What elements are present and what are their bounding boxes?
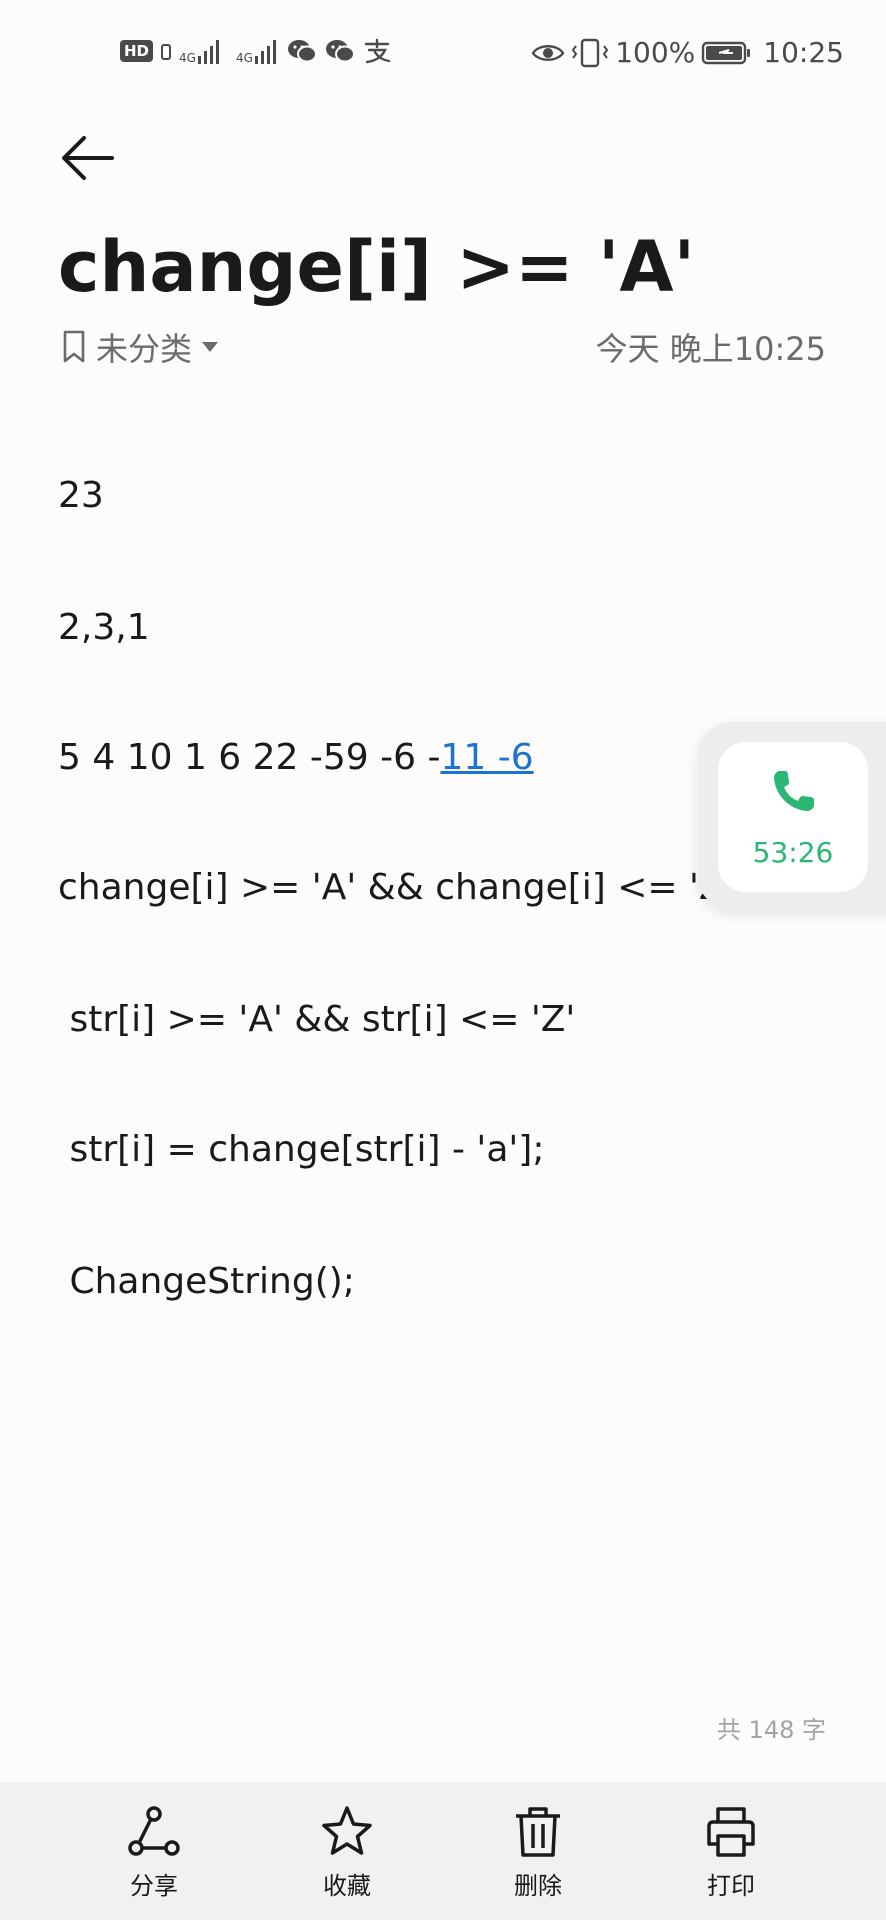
sim2-signal: 4G <box>236 38 279 64</box>
favorite-button[interactable]: 收藏 <box>287 1804 407 1901</box>
eye-icon <box>531 44 565 61</box>
note-line: 23 <box>58 475 104 516</box>
note-line: ChangeString(); <box>58 1261 355 1302</box>
delete-button[interactable]: 删除 <box>478 1804 598 1901</box>
trash-icon <box>516 1807 560 1857</box>
note-timestamp: 今天 晚上10:25 <box>595 330 826 368</box>
note-line: 2,3,1 <box>58 607 150 648</box>
call-timer: 53:26 <box>752 836 834 869</box>
word-count: 共 148 字 <box>716 1716 826 1744</box>
status-bar: HD 4G 4G <box>0 0 886 108</box>
note-line: str[i] = change[str[i] - 'a']; <box>58 1129 545 1170</box>
vibrate-icon <box>571 38 609 67</box>
floating-call-widget[interactable]: 53:26 <box>698 722 886 910</box>
signal-icon <box>197 40 219 64</box>
note-line-text: 5 4 10 1 6 22 -59 -6 - <box>58 737 441 778</box>
favorite-label: 收藏 <box>323 1872 371 1900</box>
phone-icon <box>774 771 814 811</box>
battery-percent: 100% <box>615 36 696 69</box>
bookmark-icon <box>63 330 85 363</box>
wechat-icon <box>325 40 355 63</box>
page-title[interactable]: change[i] >= 'A' <box>58 226 696 308</box>
call-card[interactable]: 53:26 <box>718 742 868 892</box>
share-icon <box>128 1806 180 1856</box>
star-icon <box>322 1806 372 1855</box>
alipay-icon <box>364 38 391 64</box>
printer-icon <box>707 1807 755 1857</box>
signal-icon <box>254 40 276 64</box>
clock: 10:25 <box>763 36 844 69</box>
category-label: 未分类 <box>96 330 193 368</box>
wechat-icon <box>287 40 317 63</box>
dropdown-triangle-icon <box>202 342 219 352</box>
print-button[interactable]: 打印 <box>671 1804 791 1901</box>
sim1-signal: 4G <box>179 38 222 64</box>
status-right: 100% 10:25 <box>531 36 844 69</box>
note-line: change[i] >= 'A' && change[i] <= 'Z' <box>58 867 734 908</box>
share-button[interactable]: 分享 <box>94 1804 214 1901</box>
back-button[interactable] <box>56 126 120 190</box>
status-left: HD 4G 4G <box>120 38 391 64</box>
sim-small-icon <box>161 44 172 60</box>
share-label: 分享 <box>130 1872 178 1900</box>
hd-badge: HD <box>120 40 154 62</box>
delete-label: 删除 <box>514 1872 562 1900</box>
battery-icon <box>702 41 751 64</box>
category-selector[interactable]: 未分类 <box>60 324 220 370</box>
bottom-toolbar: 分享 收藏 删除 打印 <box>0 1782 886 1920</box>
phone-number-link[interactable]: 11 -6 <box>440 737 534 778</box>
back-arrow-icon <box>62 136 114 180</box>
note-line: 5 4 10 1 6 22 -59 -6 -11 -6 <box>58 736 534 780</box>
print-label: 打印 <box>707 1872 755 1900</box>
note-line: str[i] >= 'A' && str[i] <= 'Z' <box>58 999 576 1040</box>
